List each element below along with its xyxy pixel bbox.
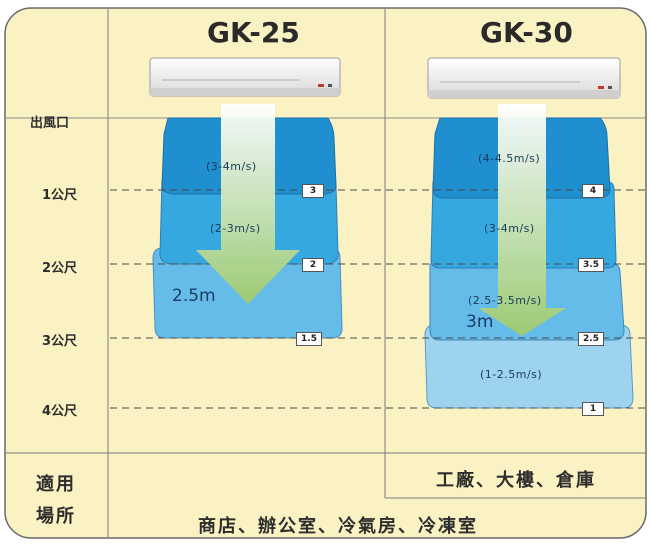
gk25-marker-1m: 3 <box>302 184 324 198</box>
gk30-marker-2m: 3.5 <box>578 258 604 272</box>
gk25-airflow-arrow <box>196 104 300 304</box>
shared-usage-places: 商店、辦公室、冷氣房、冷凍室 <box>198 516 478 537</box>
row-label-1m: 1公尺 <box>42 188 78 203</box>
gk30-marker-1m: 4 <box>582 184 604 198</box>
gk25-speed-zone-1: (3-4m/s) <box>206 160 257 173</box>
gk30-title: GK-30 <box>480 16 573 49</box>
gk30-range: 3m <box>466 312 494 332</box>
distance-lines <box>110 189 646 409</box>
row-label-outlet: 出風口 <box>30 116 70 131</box>
gk25-speed-zone-2: (2-3m/s) <box>210 222 261 235</box>
gk30-speed-zone-2: (3-4m/s) <box>484 222 535 235</box>
gk25-marker-2m: 2 <box>302 258 324 272</box>
row-label-3m: 3公尺 <box>42 334 78 349</box>
gk30-marker-4m: 1 <box>582 402 604 416</box>
gk25-marker-3m: 1.5 <box>296 332 322 346</box>
gk30-usage-places: 工廠、大樓、倉庫 <box>436 470 596 491</box>
gk25-range: 2.5m <box>172 286 216 306</box>
gk30-marker-3m: 2.5 <box>578 332 604 346</box>
gk30-speed-zone-3: (2.5-3.5m/s) <box>468 294 542 307</box>
gk30-airflow-arrow <box>478 104 566 336</box>
gk30-speed-zone-4: (1-2.5m/s) <box>480 368 543 381</box>
gk30-speed-zone-1: (4-4.5m/s) <box>478 152 541 165</box>
gk25-title: GK-25 <box>207 16 300 49</box>
row-label-4m: 4公尺 <box>42 404 78 419</box>
gk25-air-curtain-unit <box>149 57 341 97</box>
gk30-air-curtain-unit <box>427 57 621 99</box>
row-label-2m: 2公尺 <box>42 261 78 276</box>
usage-label-line1: 適用 <box>36 474 76 495</box>
usage-label-line2: 場所 <box>36 506 76 527</box>
